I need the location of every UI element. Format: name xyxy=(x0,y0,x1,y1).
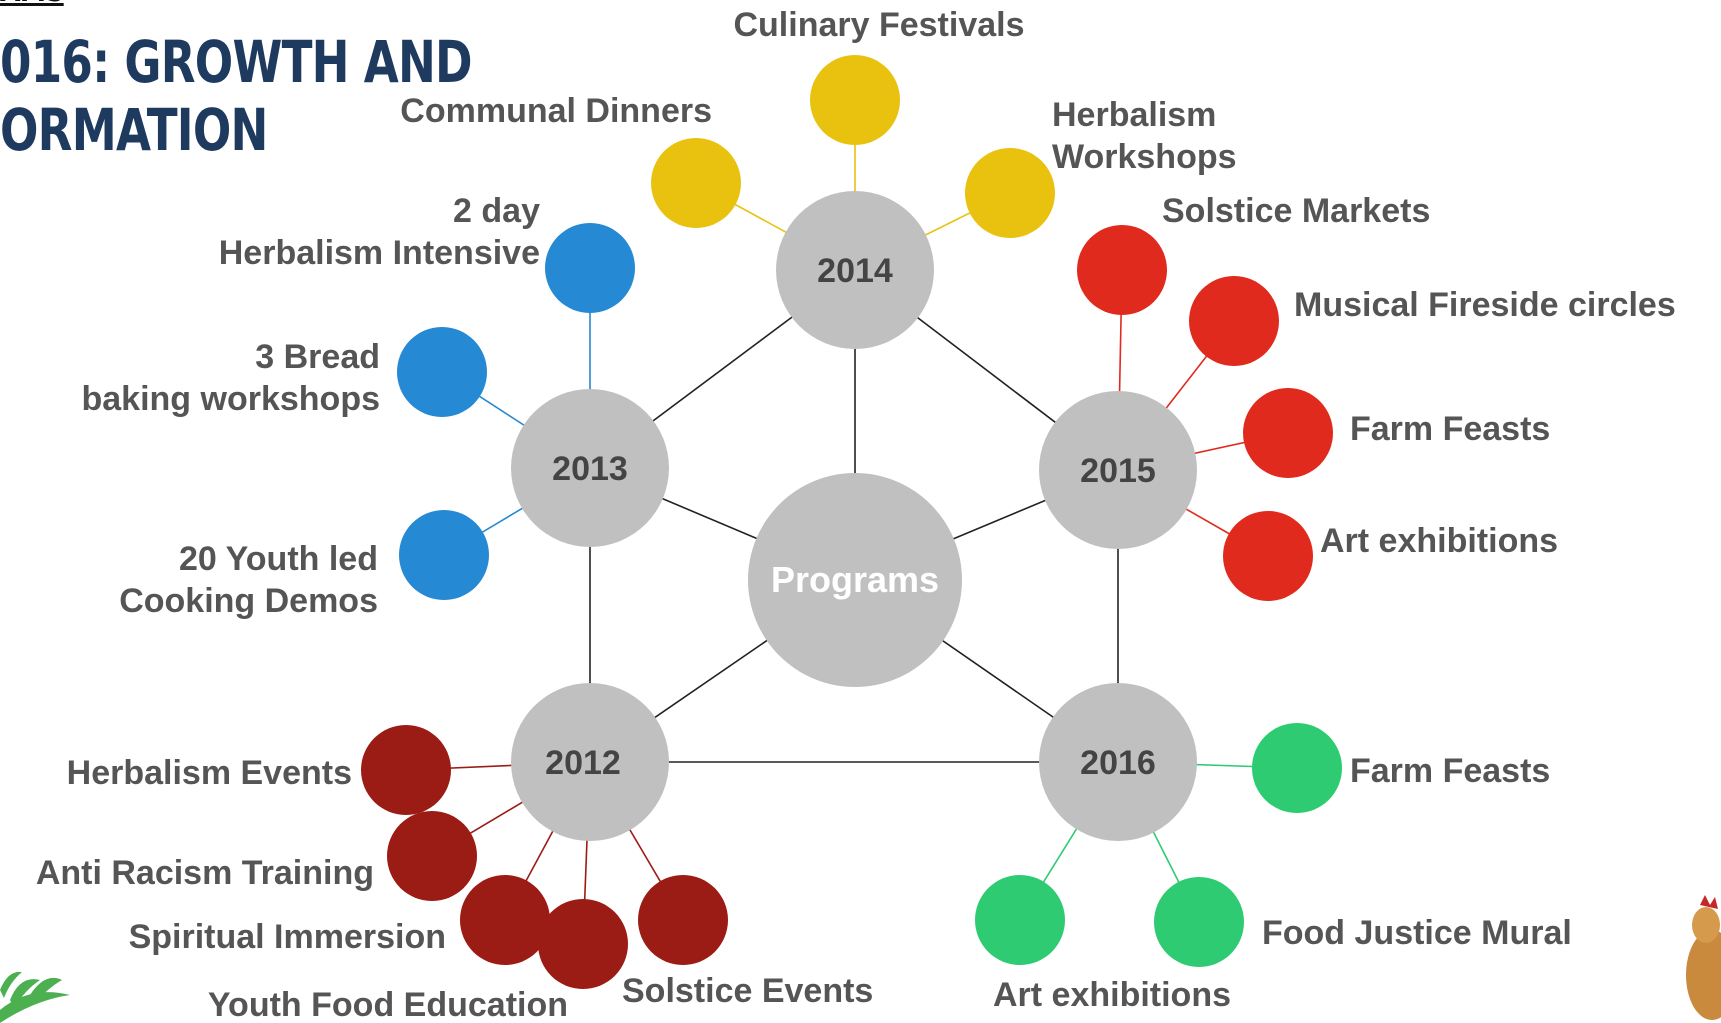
node-farm-feasts-2016 xyxy=(1252,723,1342,813)
label-solstice-markets: Solstice Markets xyxy=(1162,192,1430,230)
node-herbalism-events xyxy=(361,725,451,815)
node-2016 xyxy=(1039,683,1197,841)
node-youth-food-education xyxy=(538,899,628,989)
label-fireside-circles: Musical Fireside circles xyxy=(1294,286,1676,324)
label-anti-racism: Anti Racism Training xyxy=(36,854,374,892)
label-farm-feasts-2016: Farm Feasts xyxy=(1350,752,1550,790)
node-food-justice-mural xyxy=(1154,877,1244,967)
label-spiritual-immersion: Spiritual Immersion xyxy=(129,918,446,956)
year-label-2013: 2013 xyxy=(552,450,628,488)
chicken-icon xyxy=(1686,895,1721,1020)
node-herbalism-intensive xyxy=(545,223,635,313)
year-hubs xyxy=(511,191,1197,841)
node-culinary-festivals xyxy=(810,55,900,145)
node-anti-racism xyxy=(387,811,477,901)
label-solstice-events: Solstice Events xyxy=(622,972,873,1010)
node-farm-feasts-2015 xyxy=(1243,388,1333,478)
label-herbalism-events: Herbalism Events xyxy=(67,754,352,792)
leaf-nodes xyxy=(361,55,1342,989)
node-2012 xyxy=(511,683,669,841)
label-culinary-festivals: Culinary Festivals xyxy=(733,6,1024,44)
node-herbalism-workshops xyxy=(965,148,1055,238)
node-art-exhibitions-2015 xyxy=(1223,511,1313,601)
node-2015 xyxy=(1039,391,1197,549)
node-cooking-demos xyxy=(399,510,489,600)
fern-icon xyxy=(0,971,70,1023)
label-art-exhibitions-2016: Art exhibitions xyxy=(993,976,1231,1014)
node-art-exhibitions-2016 xyxy=(975,875,1065,965)
node-spiritual-immersion xyxy=(460,875,550,965)
year-label-2016: 2016 xyxy=(1080,744,1156,782)
label-youth-food-education: Youth Food Education xyxy=(208,986,568,1023)
title-line-2: ORMATION xyxy=(0,96,268,164)
node-2014 xyxy=(776,191,934,349)
year-label-2015: 2015 xyxy=(1080,452,1156,490)
title-line-1: 016: GROWTH AND xyxy=(0,28,473,96)
node-fireside-circles xyxy=(1189,276,1279,366)
center-label: Programs xyxy=(771,559,939,600)
label-farm-feasts-2015: Farm Feasts xyxy=(1350,410,1550,448)
label-food-justice-mural: Food Justice Mural xyxy=(1262,914,1572,952)
year-label-2012: 2012 xyxy=(545,744,621,782)
label-communal-dinners: Communal Dinners xyxy=(400,92,712,130)
node-solstice-markets xyxy=(1077,225,1167,315)
node-solstice-events xyxy=(638,875,728,965)
node-programs-center xyxy=(748,473,962,687)
node-communal-dinners xyxy=(651,138,741,228)
node-2013 xyxy=(511,389,669,547)
label-art-exhibitions-2015: Art exhibitions xyxy=(1320,522,1558,560)
title-top-fragment: AMS xyxy=(0,0,64,10)
year-label-2014: 2014 xyxy=(817,252,893,290)
node-bread-baking xyxy=(397,327,487,417)
